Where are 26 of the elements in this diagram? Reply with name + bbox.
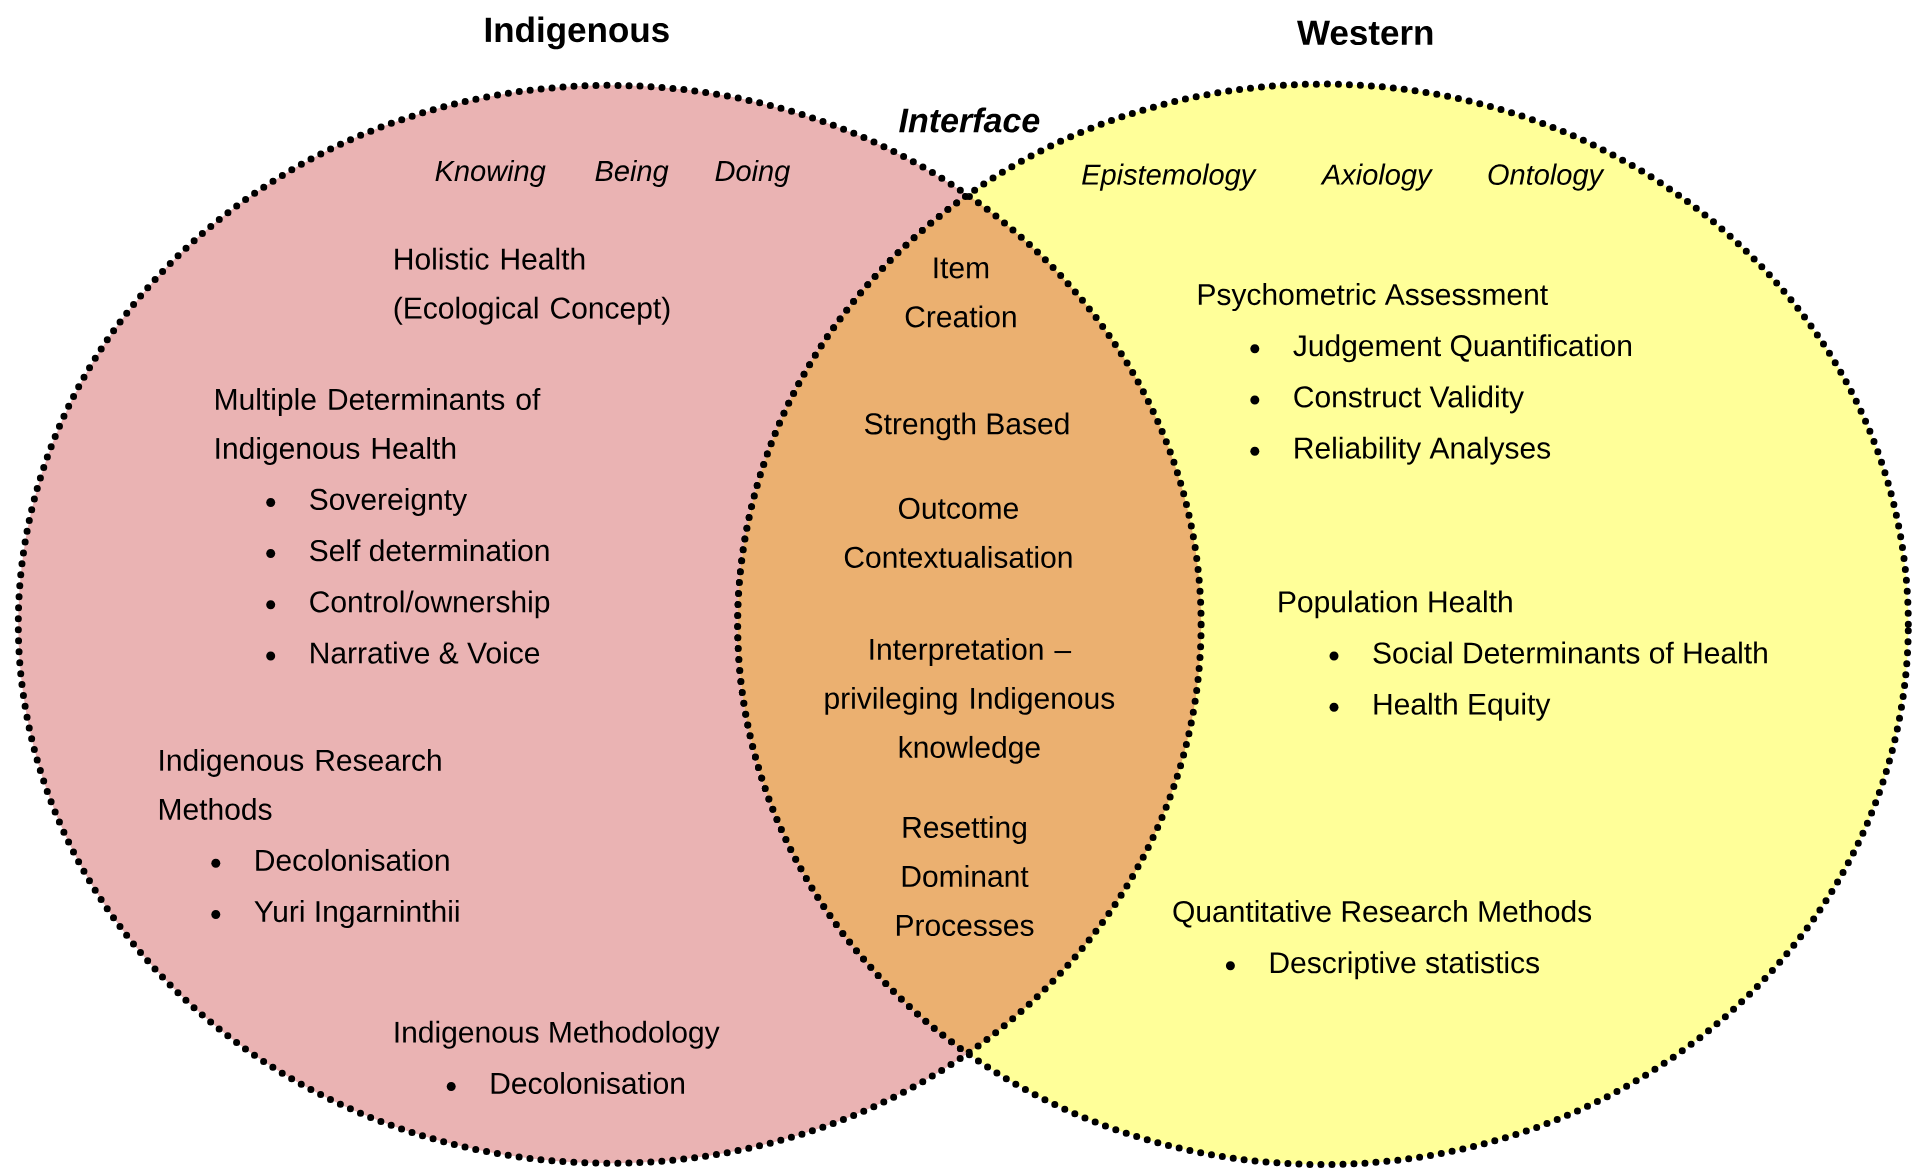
concept-text: Indigenous Research Methods (159, 748, 441, 820)
bullet-item: Judgement Quantification (1250, 334, 1631, 363)
bullet-item: Social Determinants of Health (1329, 641, 1767, 664)
italic-term: Being (595, 159, 669, 187)
bullet-item: Narrative & Voice (266, 641, 540, 664)
bullet-item: Self determination (266, 539, 549, 562)
bullet-item: Decolonisation (446, 1072, 684, 1095)
bullet-item: Decolonisation (211, 848, 449, 871)
circle-heading: Indigenous (485, 16, 669, 50)
concept-text: Population Health (1279, 590, 1512, 619)
concept-text: Indigenous Methodology (395, 1020, 720, 1049)
concept-text: Multiple Determinants of Indigenous Health (216, 388, 541, 465)
concept-text: Psychometric Assessment (1198, 283, 1548, 312)
bullet-item: Control/ownership (266, 590, 550, 619)
bullet-item: Sovereignty (266, 488, 468, 516)
concept-text: Holistic Health (Ecological Concept) (394, 247, 670, 325)
bullet-item: Reliability Analyses (1250, 436, 1551, 465)
bullet-item: Construct Validity (1250, 385, 1524, 414)
italic-term: Knowing (435, 159, 546, 187)
circle-heading: Western (1297, 20, 1433, 46)
bullet-item: Health Equity (1329, 692, 1551, 721)
italic-term: Axiology (1320, 163, 1433, 191)
concept-text: Quantitative Research Methods (1173, 900, 1592, 928)
bullet-item: Descriptive statistics (1225, 951, 1539, 980)
bullet-item: Yuri Ingarninthii (211, 900, 459, 929)
italic-term: Ontology (1488, 163, 1605, 191)
